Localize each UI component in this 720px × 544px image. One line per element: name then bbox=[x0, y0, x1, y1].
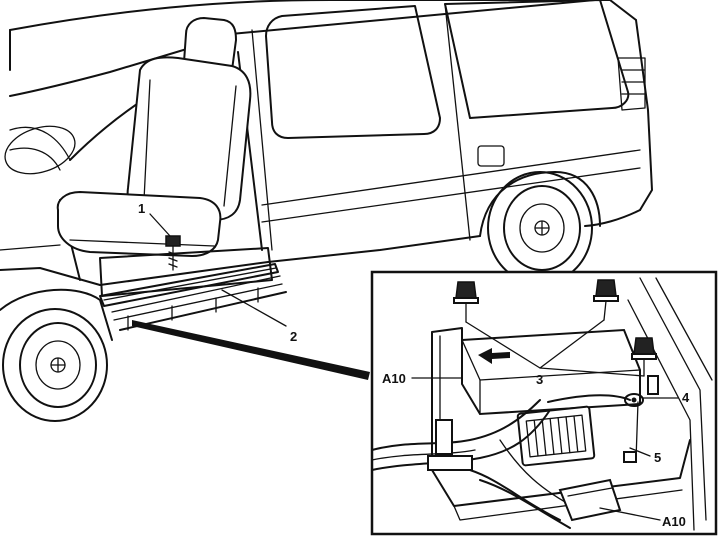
label-3: 3 bbox=[536, 372, 543, 387]
label-4: 4 bbox=[682, 390, 690, 405]
screw-3c bbox=[631, 337, 657, 377]
sill-trim bbox=[99, 263, 287, 331]
front-wheel bbox=[2, 308, 108, 422]
label-1: 1 bbox=[138, 201, 145, 216]
leader-2 bbox=[221, 289, 287, 327]
label-5: 5 bbox=[654, 450, 661, 465]
detail-inset bbox=[370, 270, 718, 536]
washer-4 bbox=[624, 393, 644, 407]
screw-1 bbox=[165, 235, 181, 271]
label-2: 2 bbox=[290, 329, 297, 344]
label-a10-left: A10 bbox=[382, 371, 406, 386]
rear-wheel bbox=[487, 171, 593, 285]
leader-1 bbox=[149, 213, 171, 237]
label-a10-bottom: A10 bbox=[662, 514, 686, 529]
screw-3a bbox=[453, 281, 479, 323]
screw-3b bbox=[593, 279, 619, 321]
detail-pointer bbox=[132, 320, 370, 380]
leader-5 bbox=[629, 447, 651, 457]
driver-seat bbox=[56, 16, 273, 297]
leader-a10-bottom bbox=[599, 507, 661, 521]
